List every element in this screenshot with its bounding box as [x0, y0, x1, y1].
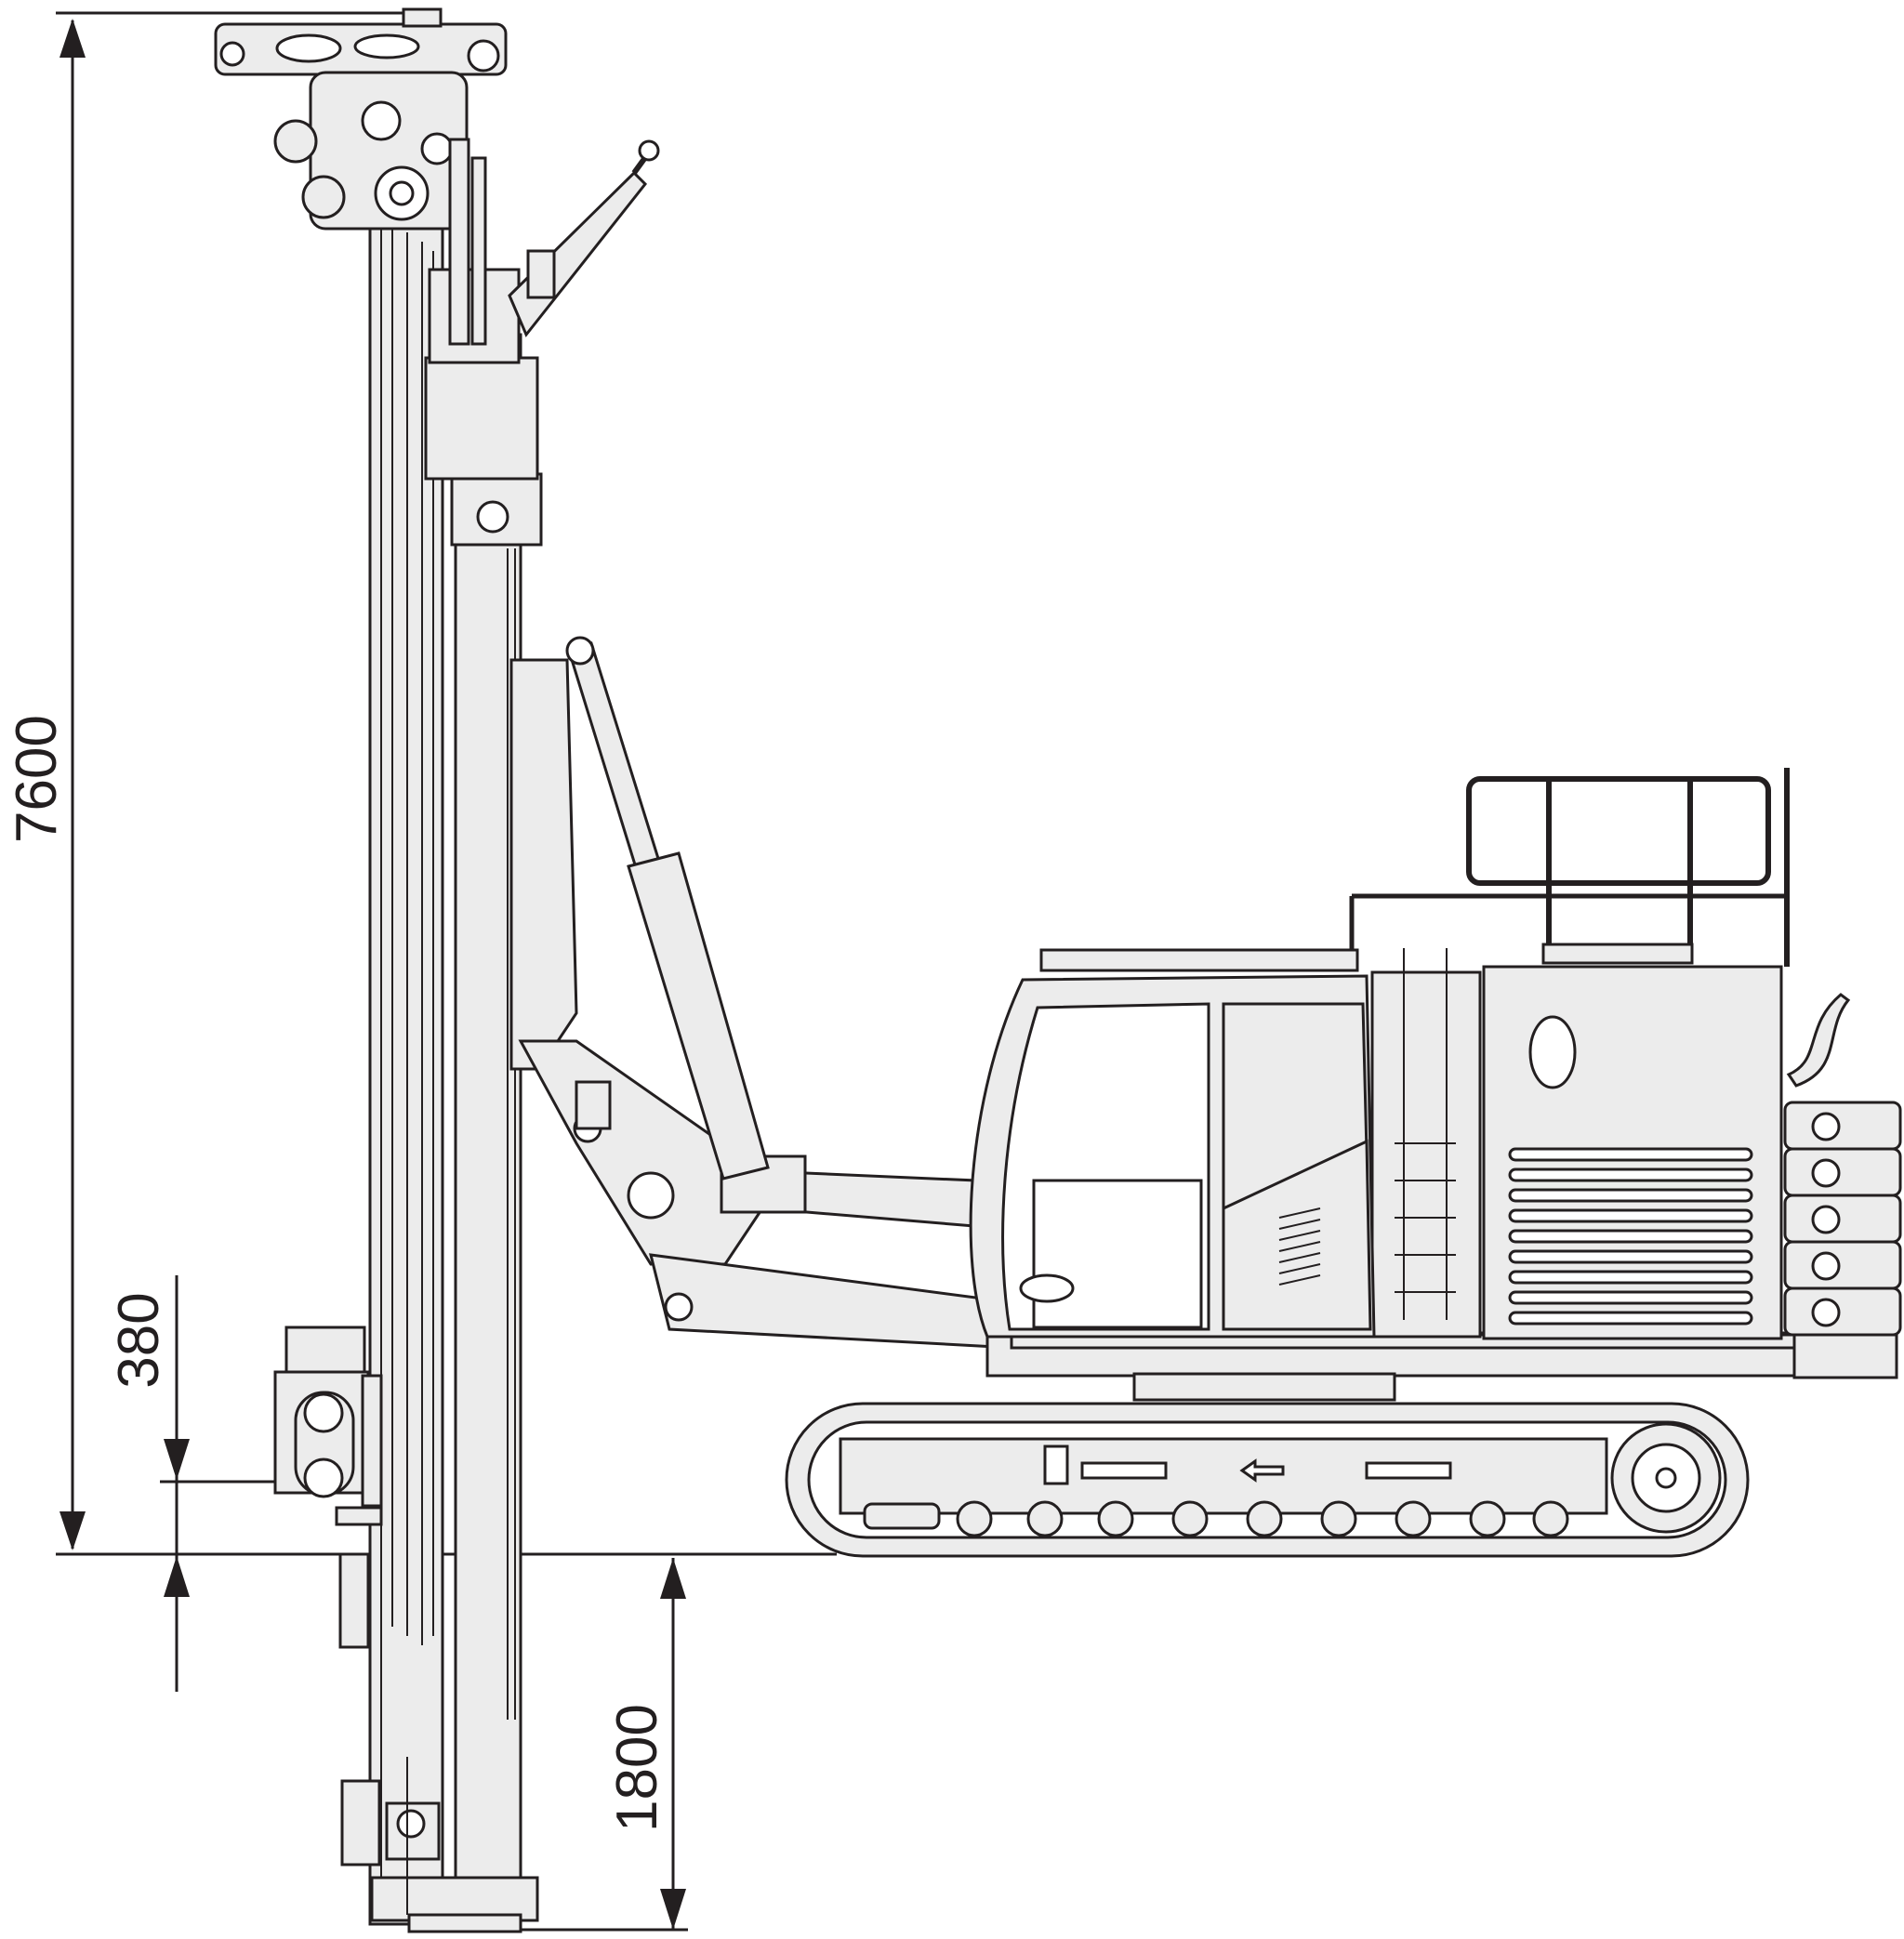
engine-grille: [1508, 1147, 1753, 1326]
arrow-1800-up: [660, 1558, 686, 1599]
arrow-top: [60, 19, 86, 58]
mast-head: [214, 7, 508, 346]
upper-structure: [985, 768, 1902, 1402]
boom: [509, 658, 1015, 1350]
drill-head-assembly: [273, 1326, 441, 1915]
dim-clearance: 380: [107, 1292, 171, 1388]
cab-vent: [1278, 1207, 1321, 1286]
dim-overall-height: 7600: [5, 715, 69, 843]
arrow-bottom: [60, 1511, 86, 1550]
arrow-1800-down: [660, 1889, 686, 1930]
arrow-380-up: [164, 1556, 190, 1597]
dim-depth: 1800: [605, 1704, 669, 1832]
crawler-track: [785, 1402, 1750, 1558]
arrow-380-down: [164, 1439, 190, 1480]
counterweight: [1783, 1101, 1902, 1379]
mast: [368, 212, 543, 1933]
operator-cab: [969, 948, 1376, 1339]
auxiliary-arm: [508, 139, 660, 337]
luffing-cylinder: [565, 636, 770, 1181]
